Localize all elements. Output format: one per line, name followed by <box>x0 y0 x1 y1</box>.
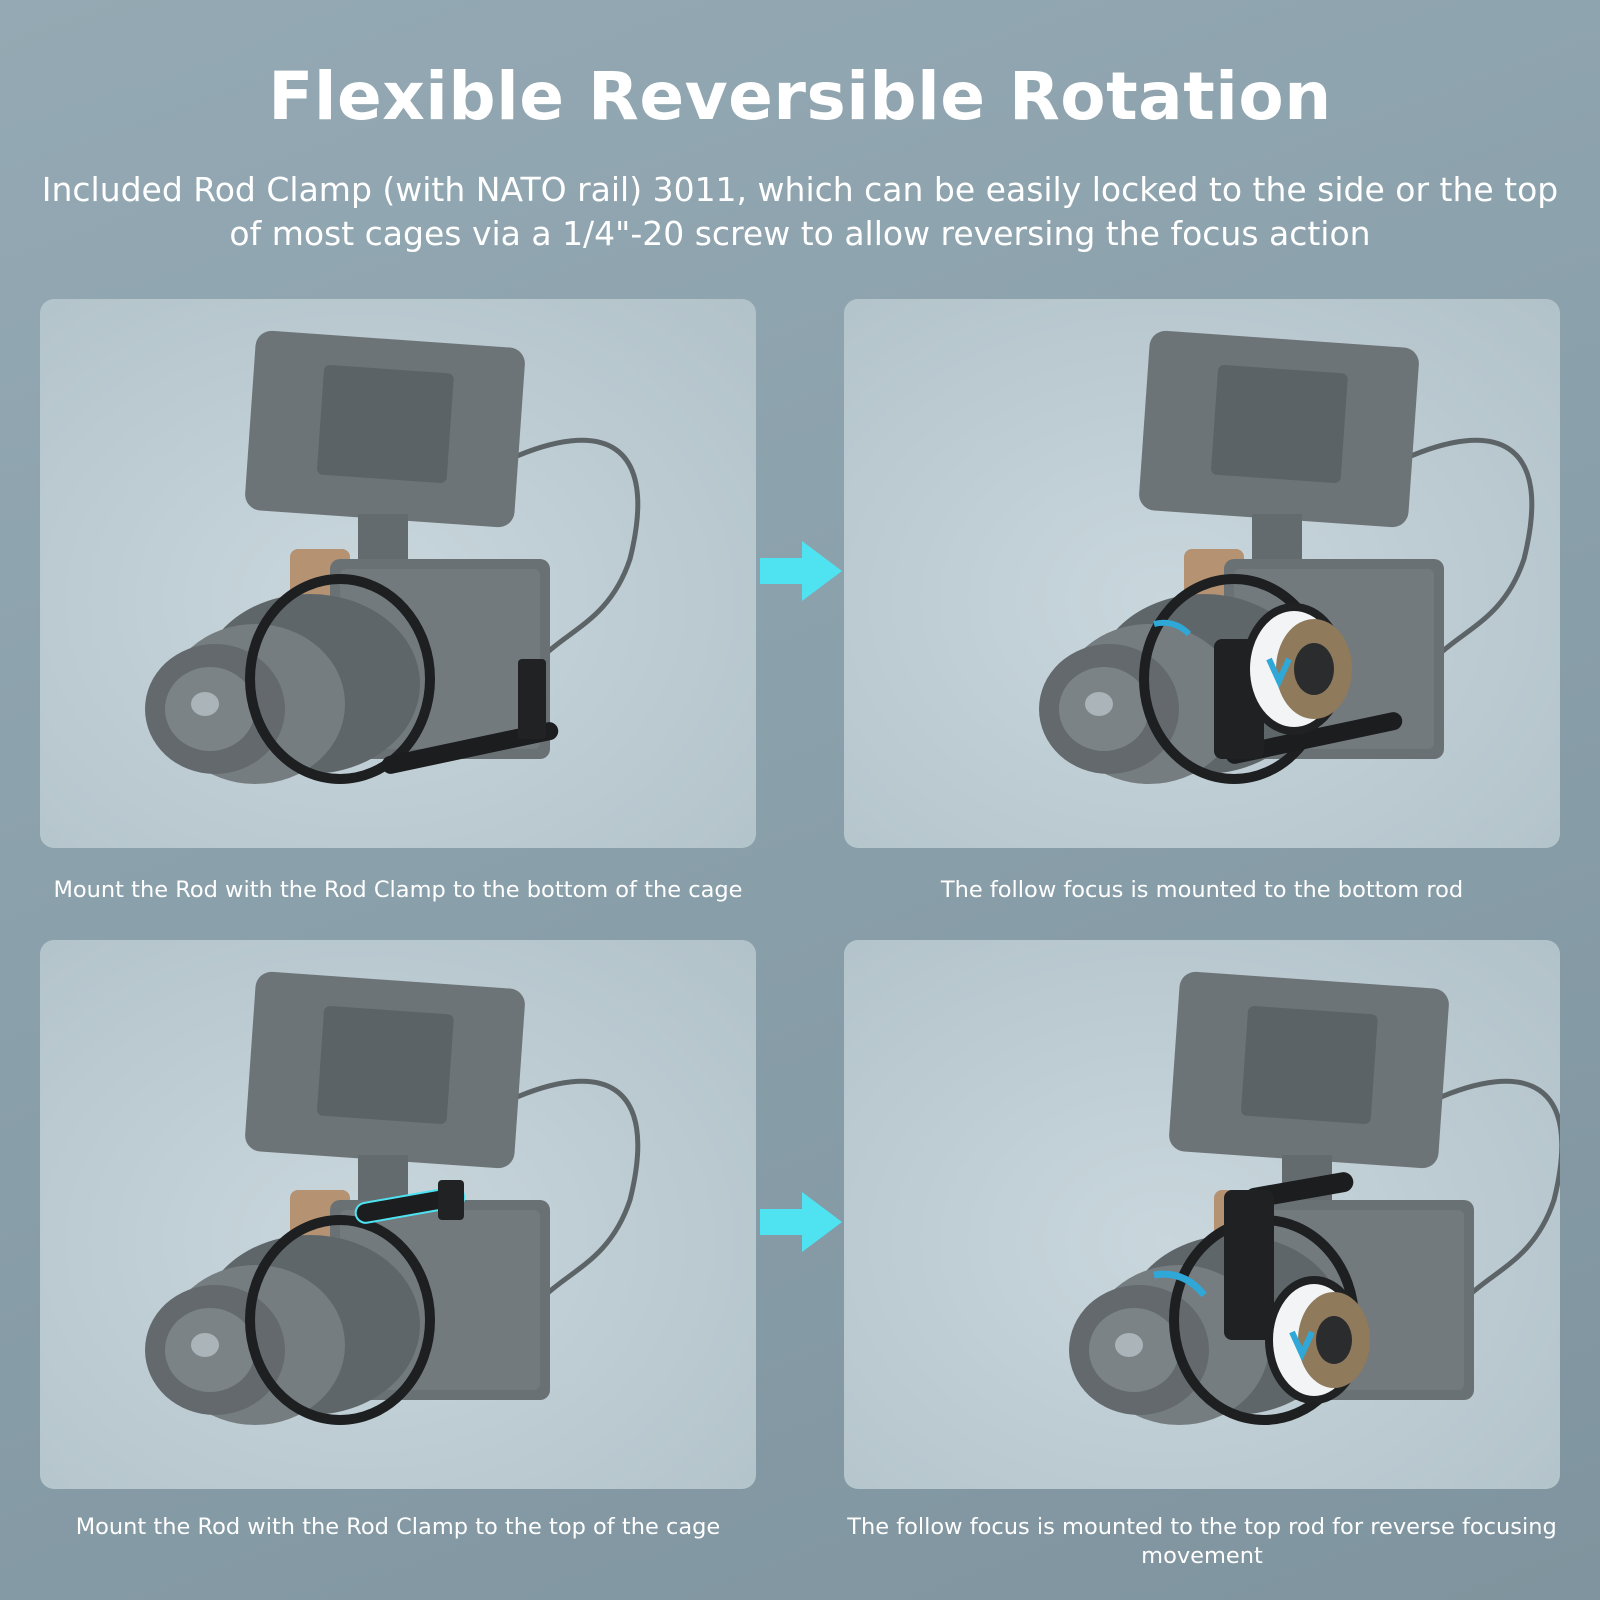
page-title: Flexible Reversible Rotation <box>268 58 1332 135</box>
panel-1-caption: Mount the Rod with the Rod Clamp to the … <box>53 877 743 903</box>
page-subtitle: Included Rod Clamp (with NATO rail) 3011… <box>41 170 1559 253</box>
panel-2-caption: The follow focus is mounted to the botto… <box>940 877 1464 903</box>
panel-3-caption: Mount the Rod with the Rod Clamp to the … <box>75 1514 721 1540</box>
panel-follow-focus-bottom <box>844 299 1560 848</box>
panel-4-caption: The follow focus is mounted to the top r… <box>847 1514 1557 1569</box>
camera-rig-image <box>844 940 1560 1489</box>
arrow-right-icon <box>760 541 842 601</box>
camera-rig-image <box>40 299 756 848</box>
panel-top-rod-clamp <box>40 940 756 1489</box>
arrow-right-icon <box>760 1192 842 1252</box>
camera-rig-image <box>844 299 1560 848</box>
panel-follow-focus-top <box>844 940 1560 1489</box>
camera-rig-image <box>40 940 756 1489</box>
panel-bottom-rod-clamp <box>40 299 756 848</box>
